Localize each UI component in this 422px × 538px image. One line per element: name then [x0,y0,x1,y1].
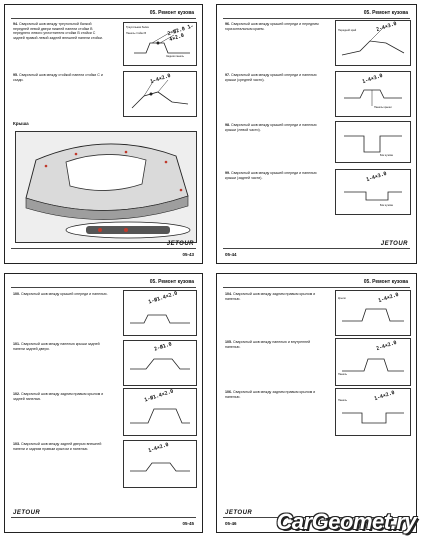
page-header: 05. Ремонт кузова [149,279,194,285]
weld-diagram: Панель 1-4×2.0 [335,388,411,436]
section-title: Крыша [13,121,29,126]
instruction-item: 104. Сварочный шов между задним правым к… [225,292,316,301]
manual-page-1: 05. Ремонт кузова 94. Сварочный шов межд… [4,4,203,264]
weld-diagram: 1-4×2.0 [123,71,197,117]
figure-label: Треугольная балка [126,26,149,29]
weld-diagram: Крыло 1-4×2.0 [335,290,411,336]
page-header: 05. Ремонт кузова [363,10,408,16]
brand-logo: JETOUR [166,241,194,247]
figure-label: Бок кузова [380,204,393,207]
manual-page-2: 05. Ремонт кузова 96. Сварочный шов межд… [216,4,417,264]
weld-diagram: Панель 2-4×2.0 [335,338,411,386]
manual-page-3: 05. Ремонт кузова 100. Сварочный шов меж… [4,273,203,533]
figure-label: Крыло [338,297,346,300]
weld-diagram: 1-Ø1.4×2.0 [123,388,197,436]
header-rule [11,18,196,19]
footer-rule [223,248,410,249]
page-header: 05. Ремонт кузова [149,10,194,16]
weld-diagram: Панель крыши 1-4×3.0 [335,71,411,117]
weld-diagram: Передний край 2-4×3.0 [335,20,411,66]
instruction-item: 100. Сварочный шов между крышей спереди … [13,292,108,296]
brand-logo: JETOUR [380,241,408,247]
instruction-item: 99. Сварочный шов между крышей спереди и… [225,171,317,180]
header-rule [223,18,410,19]
page-header: 05. Ремонт кузова [363,279,408,285]
weld-diagram: Бок кузова [335,121,411,163]
figure-label: Бок кузова [380,154,393,157]
figure-label: Панель стойки B [126,32,147,35]
weld-diagram: 1-4×2.0 [123,440,197,488]
instruction-item: 102. Сварочный шов между задним правым к… [13,392,104,401]
header-rule [11,287,196,288]
brand-logo: JETOUR [13,510,41,516]
footer-rule [223,517,410,518]
instruction-item: 103. Сварочный шов между задней дверью в… [13,442,102,451]
instruction-item: 96. Сварочный шов между крышей спереди и… [225,22,319,31]
figure-label: Панель [338,373,347,376]
header-rule [223,287,410,288]
page-number: 05-45 [182,521,194,526]
figure-label: Задняя панель [166,55,184,58]
instruction-item: 94. Сварочный шов между треугольной балк… [13,22,103,40]
weld-diagram: 2-Ø1.0 [123,340,197,386]
page-number: 05-44 [225,252,237,257]
page-number: 05-43 [182,252,194,257]
manual-page-4: 05. Ремонт кузова 104. Сварочный шов меж… [216,273,417,533]
page-number: 05-46 [225,521,237,526]
roof-photo [15,131,197,243]
figure-label: Панель крыши [374,106,392,109]
weld-diagram: Бок кузова 1-4×3.0 [335,169,411,215]
figure-label: Панель [338,399,347,402]
weld-diagram: 1-Ø1.4×2.0 [123,290,197,336]
instruction-item: 97. Сварочный шов между крышей спереди и… [225,73,317,82]
figure-label: Передний край [338,29,357,32]
instruction-item: 106. Сварочный шов между задним правым к… [225,390,316,399]
instruction-item: 105. Сварочный шов между панелью и внутр… [225,340,311,349]
watermark-logo: CarGeomet.ry [276,509,416,534]
instruction-item: 95. Сварочный шов между стойкой панели с… [13,73,103,82]
weld-diagram: Треугольная балка Панель стойки B Задняя… [123,22,197,66]
brand-logo: JETOUR [225,510,253,516]
instruction-item: 98. Сварочный шов между крышей спереди и… [225,123,317,132]
instruction-item: 101. Сварочный шов между панелью крыши з… [13,342,100,351]
footer-rule [11,517,196,518]
footer-rule [11,248,196,249]
